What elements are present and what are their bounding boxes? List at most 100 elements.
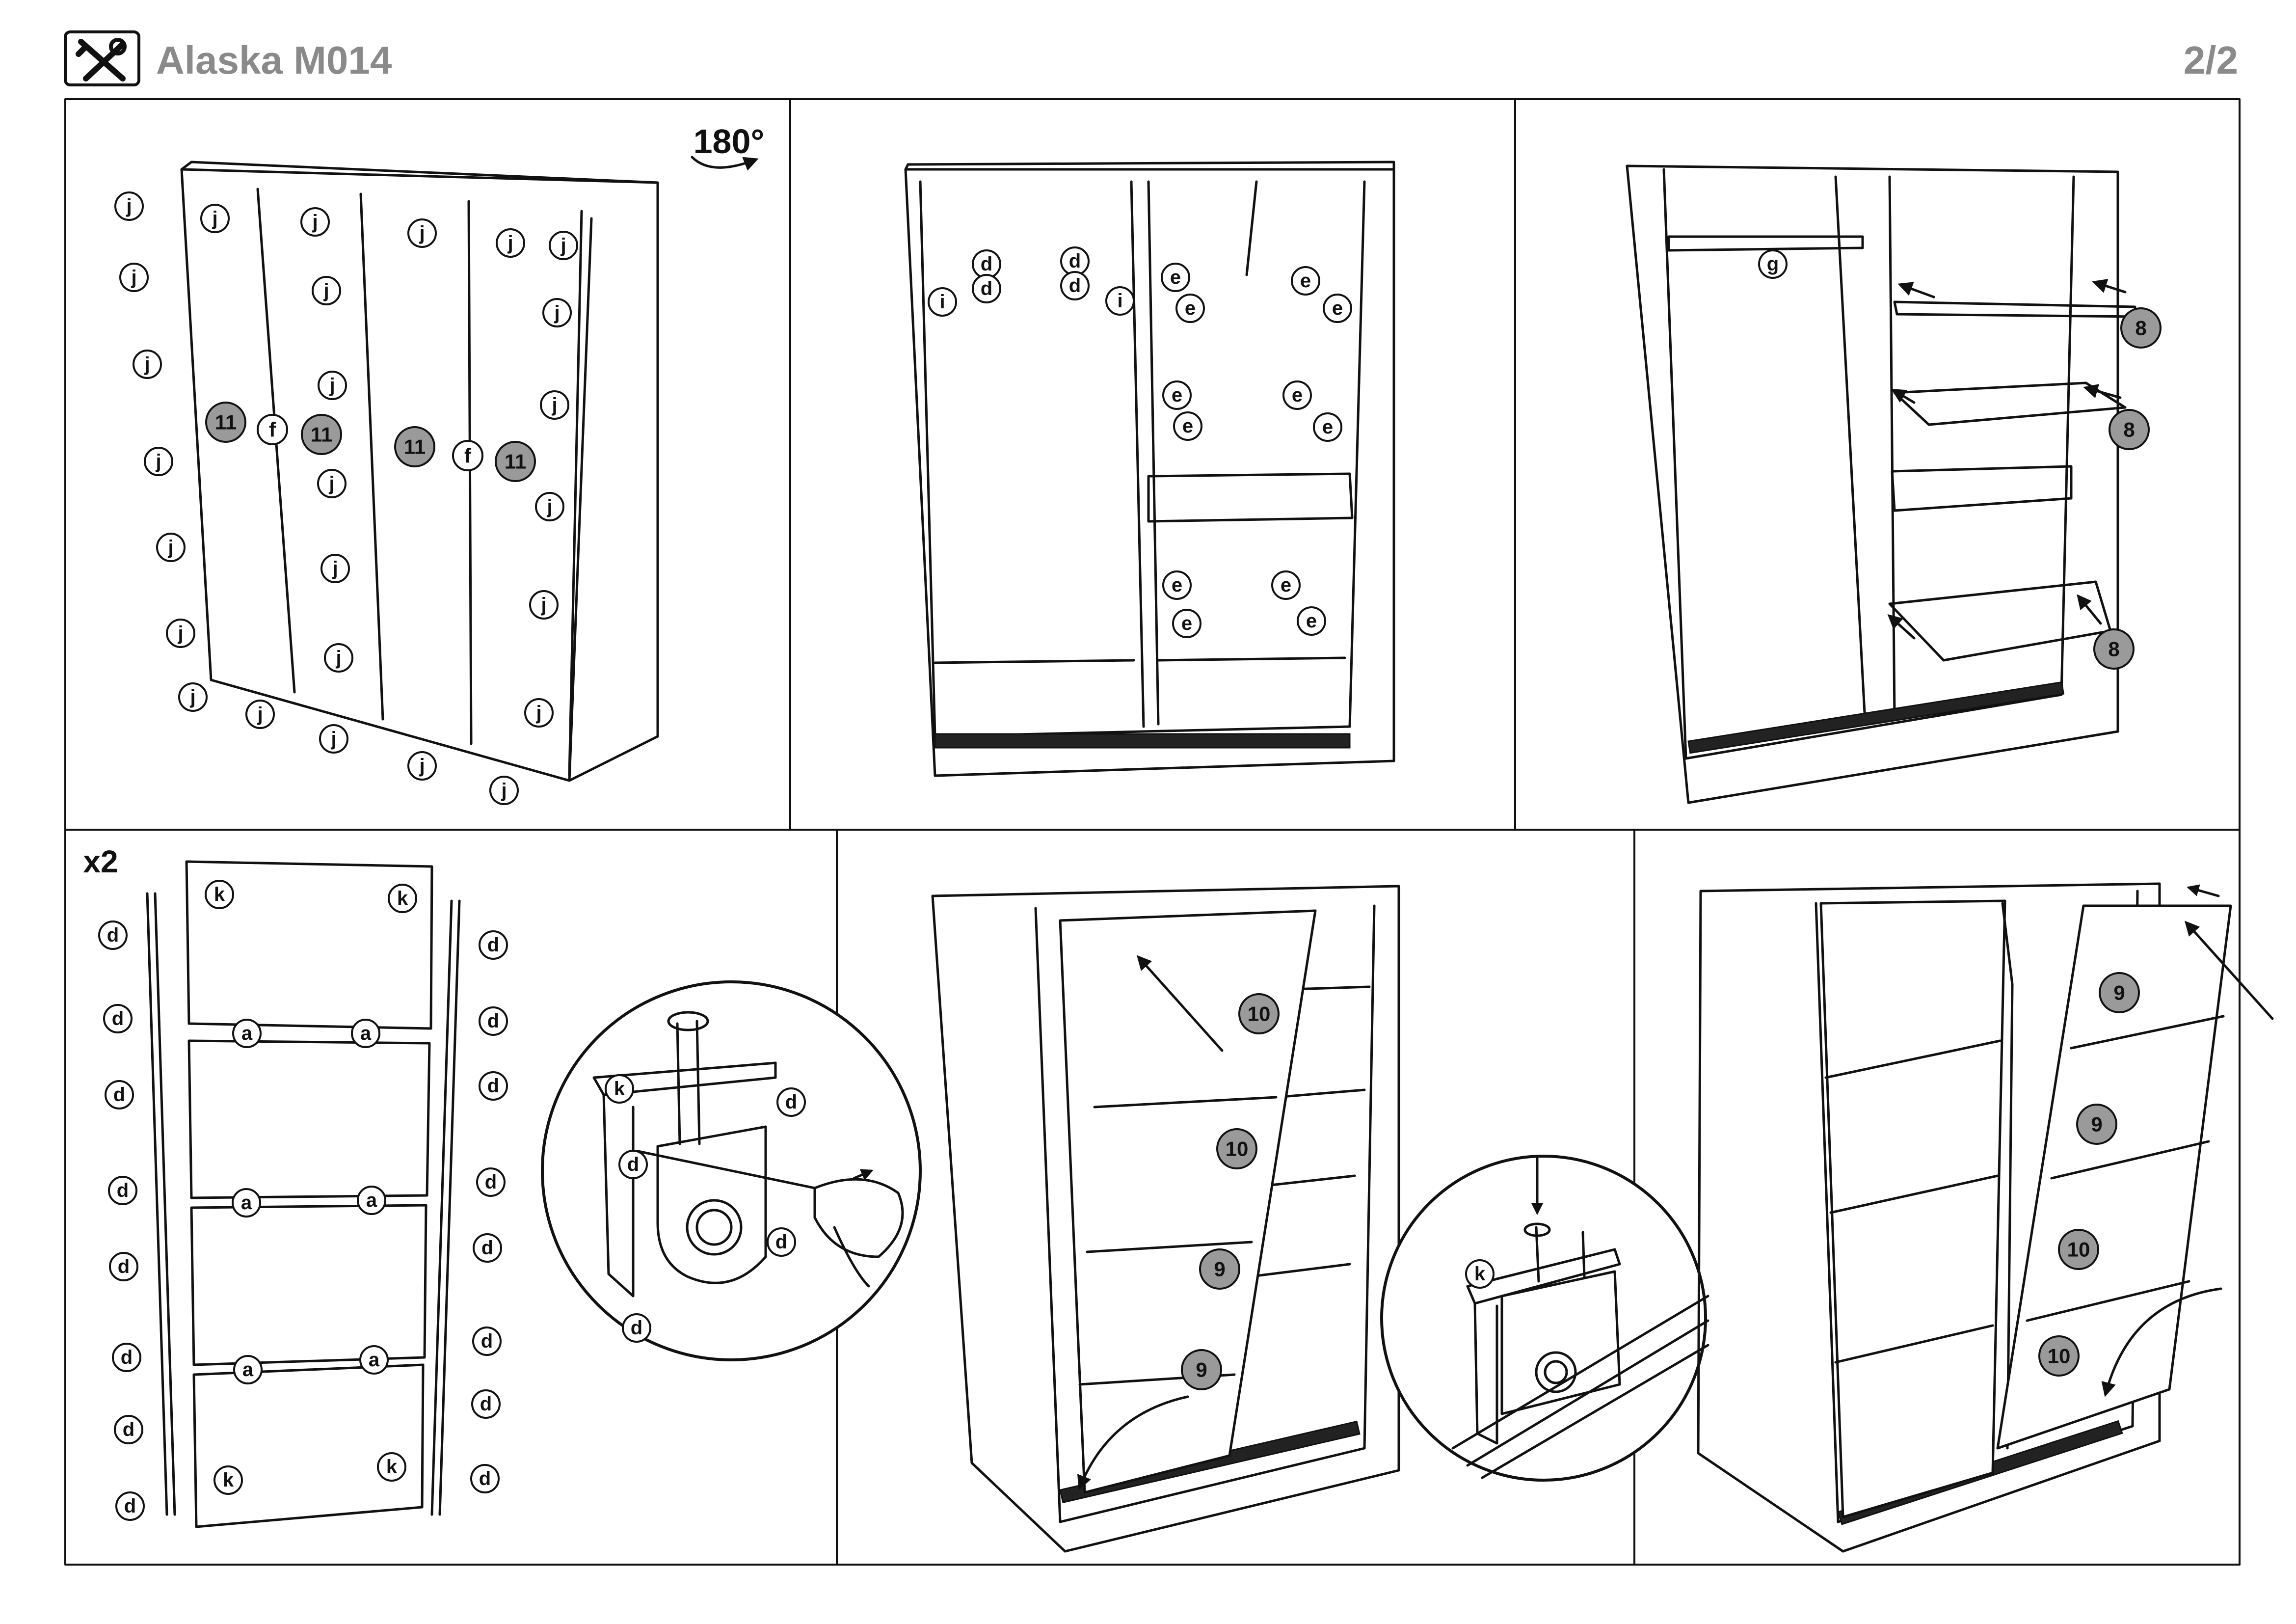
door-9-badge: 9: [2076, 1104, 2117, 1145]
svg-text:d: d: [481, 1330, 493, 1352]
door-9-badge: 9: [1181, 1349, 1222, 1390]
svg-text:10: 10: [2067, 1238, 2090, 1261]
svg-text:j: j: [332, 558, 338, 579]
svg-text:d: d: [981, 253, 992, 275]
door-10-badge: 10: [1238, 993, 1280, 1034]
svg-text:j: j: [167, 537, 173, 558]
svg-text:j: j: [546, 496, 552, 517]
svg-text:j: j: [212, 208, 217, 229]
step-4-door-assembly: x2 k k k k a a a a a a d d d d d: [83, 844, 922, 1528]
step-6-second-door: 9 9 10 10: [1697, 882, 2274, 1553]
svg-text:8: 8: [2123, 418, 2135, 441]
page-number: 2/2: [2184, 38, 2238, 82]
dowel-d-badges: d d d d: [972, 246, 1090, 303]
svg-text:d: d: [485, 1171, 497, 1193]
svg-text:j: j: [535, 702, 541, 724]
svg-text:e: e: [1182, 415, 1193, 437]
svg-text:d: d: [479, 1468, 491, 1489]
step-2-carcass: d d d d i i e e e e e e e e e e e e: [904, 161, 1395, 777]
svg-text:a: a: [242, 1359, 254, 1380]
svg-text:d: d: [112, 1008, 124, 1029]
roller-k-badges: k k k k: [205, 880, 417, 1495]
svg-text:a: a: [241, 1023, 253, 1044]
svg-text:11: 11: [505, 450, 526, 473]
svg-text:d: d: [123, 1419, 134, 1440]
svg-text:9: 9: [2113, 981, 2125, 1004]
svg-text:j: j: [335, 647, 341, 669]
svg-text:d: d: [107, 924, 119, 946]
tools-icon: [64, 30, 140, 86]
part-i-badges: i i: [928, 286, 1135, 317]
svg-text:f: f: [464, 444, 472, 467]
joiner-f-badge: f: [257, 414, 288, 445]
svg-text:j: j: [507, 232, 513, 254]
svg-text:j: j: [551, 394, 557, 416]
svg-text:9: 9: [1214, 1258, 1225, 1281]
svg-text:e: e: [1300, 270, 1311, 292]
dowel-e-badges: e e e e e e e e e e e e: [1161, 263, 1352, 638]
svg-text:d: d: [481, 1237, 493, 1259]
svg-text:a: a: [360, 1023, 372, 1044]
svg-text:a: a: [366, 1190, 377, 1211]
roller-detail-zoom: k d d d d: [541, 980, 922, 1361]
svg-text:e: e: [1322, 416, 1333, 438]
svg-text:e: e: [1185, 298, 1196, 319]
svg-text:d: d: [480, 1393, 492, 1415]
part-11-badge: 11: [495, 441, 536, 482]
svg-text:j: j: [189, 686, 195, 708]
door-10-badge: 10: [1216, 1128, 1257, 1169]
shelf-8-badge: 8: [2120, 307, 2162, 349]
svg-text:e: e: [1170, 267, 1181, 288]
svg-text:d: d: [487, 1010, 499, 1032]
document-title: Alaska M014: [156, 38, 392, 82]
svg-text:d: d: [113, 1084, 125, 1106]
svg-text:9: 9: [1196, 1358, 1207, 1381]
part-11-badge: 11: [205, 402, 246, 443]
track-detail-zoom: k: [1380, 1155, 1709, 1482]
svg-text:i: i: [939, 291, 945, 313]
svg-text:j: j: [328, 473, 334, 494]
svg-text:k: k: [614, 1078, 625, 1100]
dowel-j-badges: j j j j j j j j j j j j j j j j j j j j …: [114, 191, 578, 805]
strip-a-badges: a a a a a a: [232, 1019, 389, 1384]
svg-text:10: 10: [2048, 1345, 2071, 1368]
svg-text:f: f: [269, 418, 276, 441]
svg-text:d: d: [1069, 275, 1081, 297]
step-1-back-panels: 180° 11 11 11 11 f f j j j j j j j j j j…: [114, 122, 764, 805]
svg-text:j: j: [131, 267, 136, 288]
door-9-badge: 9: [2099, 972, 2140, 1013]
quantity-multiplier: x2: [83, 844, 118, 879]
svg-text:d: d: [118, 1256, 130, 1277]
svg-text:e: e: [1306, 610, 1317, 632]
svg-text:a: a: [241, 1192, 252, 1214]
svg-text:10: 10: [1248, 1002, 1271, 1026]
svg-text:j: j: [257, 704, 263, 725]
svg-text:8: 8: [2135, 317, 2146, 340]
shelf-8-badge: 8: [2093, 628, 2135, 670]
svg-text:11: 11: [311, 423, 332, 446]
svg-text:e: e: [1181, 613, 1192, 634]
svg-text:d: d: [775, 1231, 787, 1253]
svg-text:10: 10: [1226, 1137, 1249, 1161]
svg-text:d: d: [121, 1347, 133, 1368]
svg-text:11: 11: [215, 411, 237, 434]
svg-text:d: d: [487, 934, 499, 956]
svg-text:11: 11: [404, 435, 426, 459]
svg-text:g: g: [1767, 253, 1779, 275]
header: Alaska M014 2/2: [64, 30, 2238, 86]
svg-text:d: d: [981, 278, 992, 299]
svg-text:8: 8: [2108, 638, 2119, 661]
svg-text:9: 9: [2091, 1113, 2102, 1136]
svg-text:j: j: [144, 353, 150, 375]
svg-text:d: d: [124, 1495, 136, 1517]
svg-text:j: j: [501, 780, 507, 801]
svg-text:a: a: [369, 1349, 380, 1371]
svg-text:e: e: [1281, 574, 1291, 596]
joiner-f-badge: f: [452, 440, 483, 471]
svg-text:j: j: [540, 594, 546, 616]
step-3-shelves: g 8 8 8: [1626, 164, 2162, 804]
svg-text:i: i: [1117, 290, 1122, 312]
svg-text:e: e: [1292, 384, 1303, 406]
svg-text:e: e: [1172, 574, 1182, 596]
